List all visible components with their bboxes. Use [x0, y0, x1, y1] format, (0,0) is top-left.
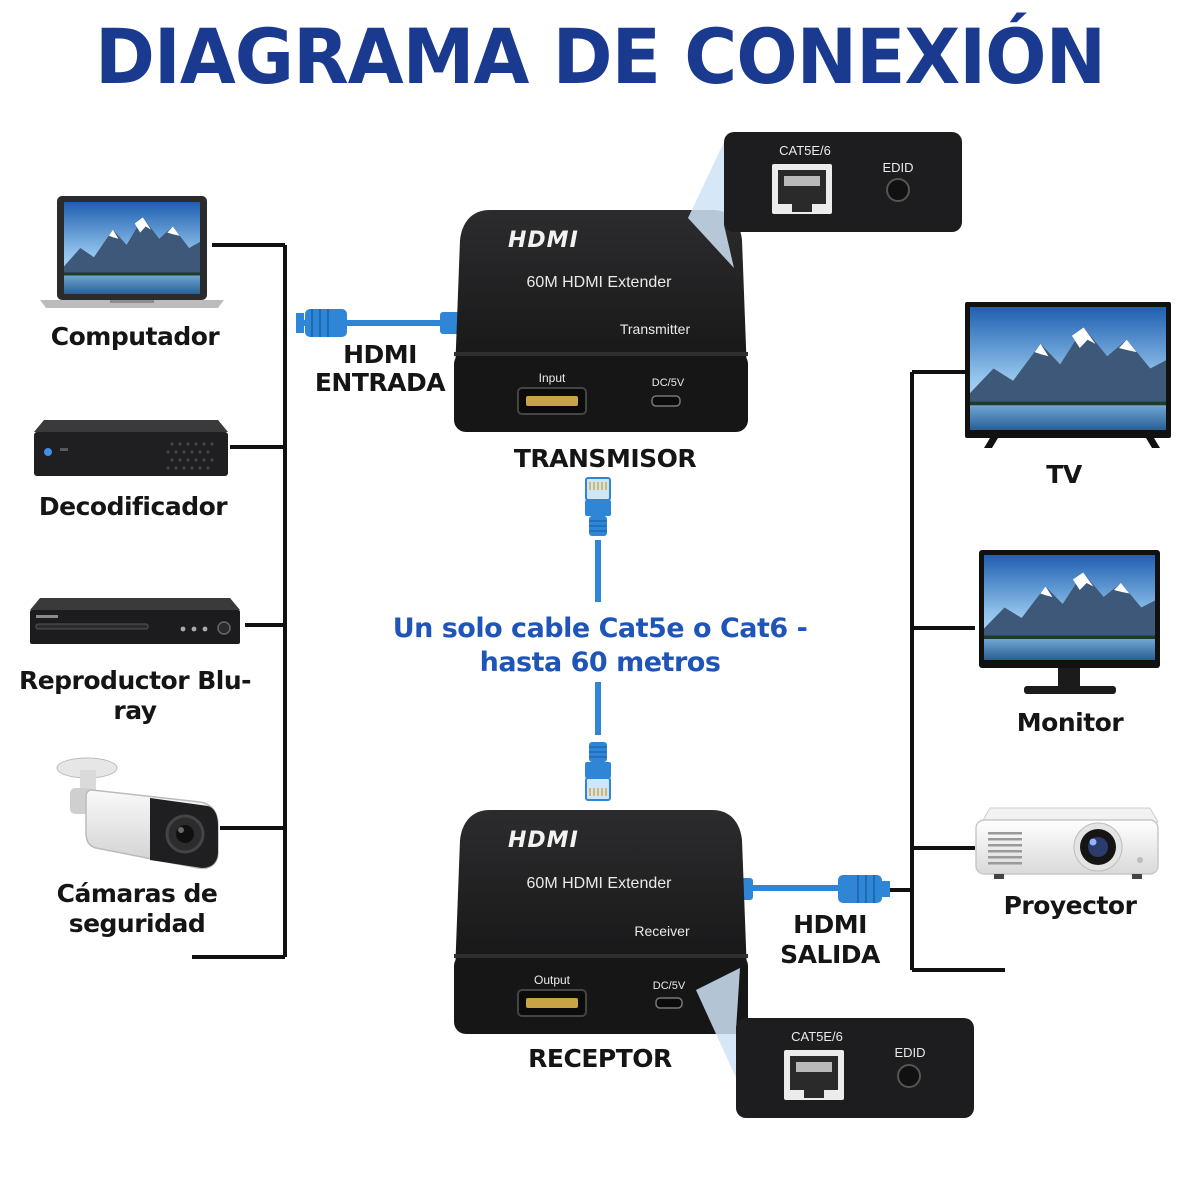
receiver-rear-panel [736, 1018, 974, 1118]
receiver-edid-label: EDID [894, 1045, 926, 1060]
computer-label: Computador [50, 322, 220, 351]
transmitter-edid-label: EDID [882, 160, 914, 175]
hdmi-output-cable [735, 875, 890, 903]
lan-cable [584, 477, 612, 801]
hdmi-input-label-line1: HDMI [343, 340, 417, 369]
diagram-title: DIAGRAMA DE CONEXIÓN [94, 12, 1106, 101]
monitor-icon [979, 550, 1160, 694]
camera-label-line1: Cámaras de [56, 879, 218, 908]
laptop-icon [40, 196, 224, 308]
tv-icon [965, 302, 1171, 448]
camera-label-line2: seguridad [68, 909, 206, 938]
projector-label: Proyector [1003, 891, 1137, 920]
projector-icon [975, 807, 1159, 879]
receiver-dc-port-label: DC/5V [652, 980, 686, 992]
transmitter-cat-port-label: CAT5E/6 [779, 143, 831, 158]
receiver-unit [454, 810, 748, 1034]
receiver-role-label: Receiver [634, 923, 690, 939]
transmitter-model-label: 60M HDMI Extender [526, 274, 672, 291]
transmitter-unit [454, 210, 748, 432]
bluray-player-icon [30, 598, 240, 644]
receiver-hdmi-logo: HDMI [508, 828, 579, 853]
tv-label: TV [1046, 460, 1082, 489]
cable-note-line2: hasta 60 metros [479, 647, 721, 678]
set-top-box-icon [34, 420, 228, 476]
transmitter-role-label: Transmitter [619, 321, 691, 337]
security-camera-icon [56, 757, 219, 870]
transmitter-hdmi-logo: HDMI [508, 228, 579, 253]
transmitter-dc-port-label: DC/5V [651, 377, 685, 389]
hdmi-input-cable [296, 309, 460, 337]
cable-note-line1: Un solo cable Cat5e o Cat6 - [392, 613, 808, 644]
source-bus [192, 243, 287, 959]
receiver-zoom-beam [696, 968, 748, 1104]
monitor-label: Monitor [1016, 708, 1124, 737]
decoder-label: Decodificador [38, 492, 228, 521]
transmitter-caption: TRANSMISOR [513, 444, 697, 473]
receiver-cat-port-label: CAT5E/6 [791, 1029, 843, 1044]
transmitter-zoom-beam [688, 142, 734, 268]
receiver-model-label: 60M HDMI Extender [526, 875, 672, 892]
hdmi-input-label-line2: ENTRADA [314, 368, 446, 397]
transmitter-input-port-label: Input [538, 371, 566, 385]
receiver-caption: RECEPTOR [528, 1044, 672, 1073]
receiver-output-port-label: Output [533, 973, 571, 987]
transmitter-rear-panel [724, 132, 962, 232]
bluray-label: Reproductor Blu-ray [18, 666, 252, 725]
hdmi-output-label: HDMI SALIDA [780, 910, 880, 969]
output-bus [880, 370, 1005, 972]
